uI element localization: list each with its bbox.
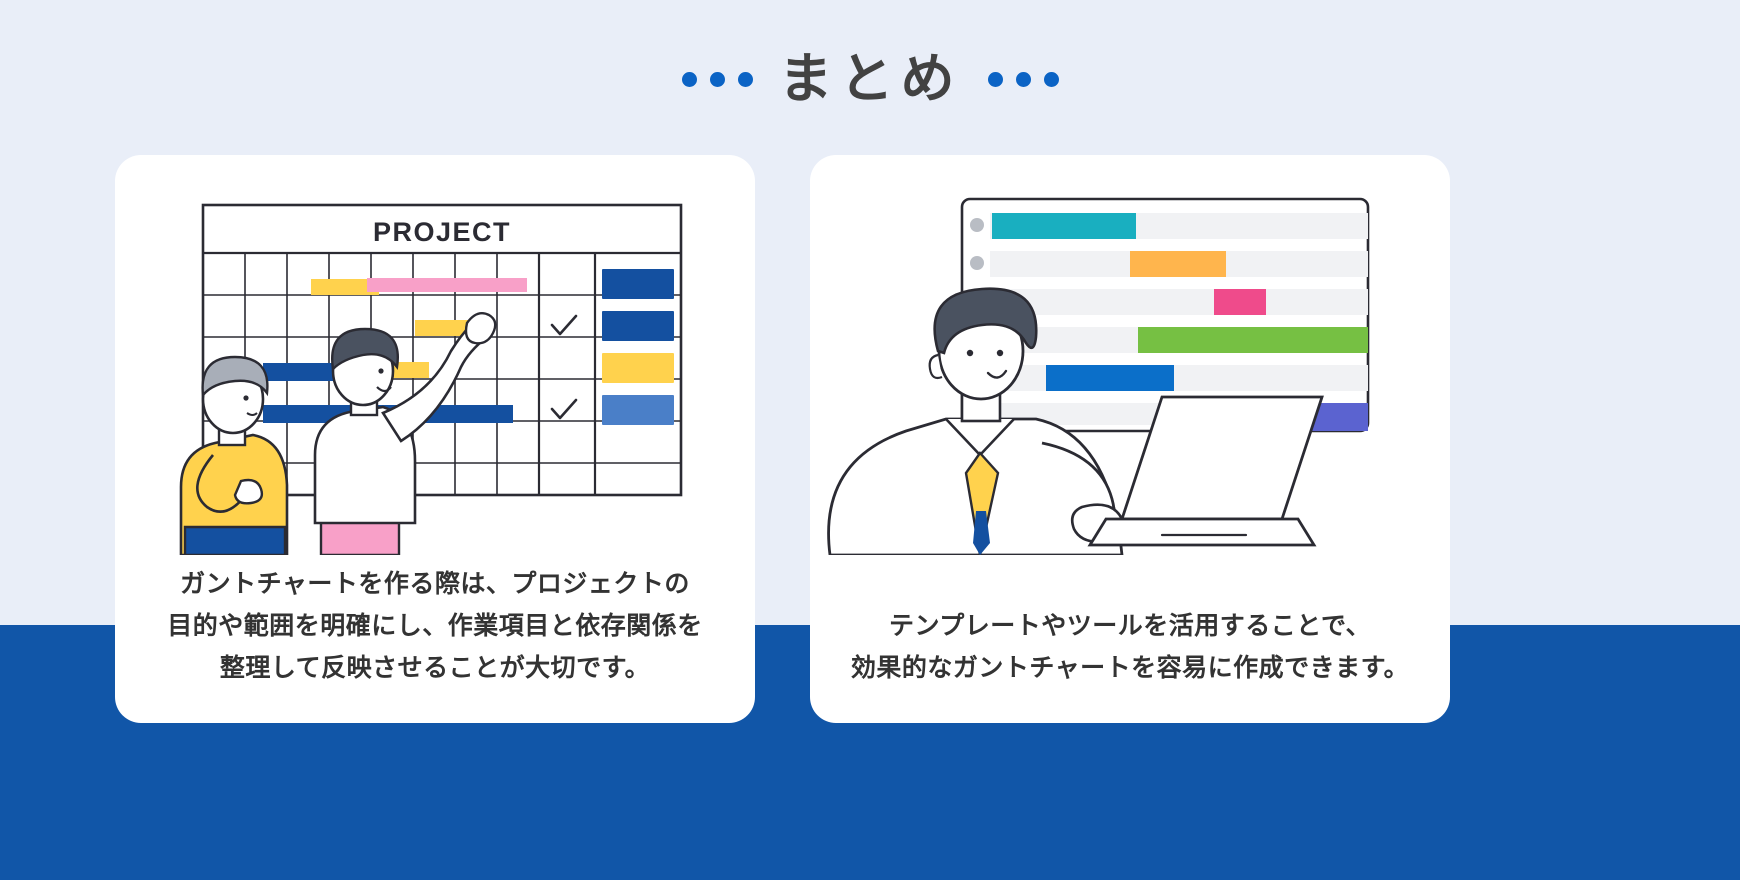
check-icon — [550, 314, 578, 336]
summary-card-1-caption: ガントチャートを作る際は、プロジェクトの 目的や範囲を明確にし、作業項目と依存関… — [115, 563, 755, 689]
title-dots-left — [681, 71, 753, 87]
gantt-bar-green — [1138, 327, 1368, 353]
gantt-bar-orange — [1130, 251, 1226, 277]
dot-icon — [681, 71, 697, 87]
status-block-navy — [602, 269, 674, 299]
necktie — [964, 451, 1000, 555]
pointing-hand-icon — [464, 312, 497, 345]
person-left-hand — [233, 478, 264, 505]
title-dots-right — [987, 71, 1059, 87]
gantt-bar-teal — [992, 213, 1136, 239]
caption-line: 目的や範囲を明確にし、作業項目と依存関係を — [167, 612, 703, 640]
page-title: まとめ — [778, 49, 962, 109]
caption-line: 効果的なガントチャートを容易に作成できます。 — [850, 654, 1410, 682]
caption-line: テンプレートやツールを活用することで、 — [888, 612, 1371, 640]
dot-icon — [1043, 71, 1059, 87]
dot-icon — [737, 71, 753, 87]
dot-icon — [987, 71, 1003, 87]
status-block-navy — [602, 311, 674, 341]
board-heading: PROJECT — [373, 217, 511, 247]
page-title-row: まとめ — [0, 52, 1740, 106]
summary-card-1: PROJECT — [115, 155, 755, 723]
person-hair — [933, 287, 1038, 355]
status-block-yellow — [602, 353, 674, 383]
summary-card-2-caption: テンプレートやツールを活用することで、 効果的なガントチャートを容易に作成できま… — [810, 605, 1450, 689]
row-dot-icon — [970, 256, 984, 270]
laptop-base — [1087, 517, 1317, 547]
status-block-blue — [602, 395, 674, 425]
person-left-trousers — [183, 525, 287, 555]
caption-line: 整理して反映させることが大切です。 — [219, 654, 651, 682]
gantt-bar-blue — [1046, 365, 1174, 391]
summary-card-2: テンプレートやツールを活用することで、 効果的なガントチャートを容易に作成できま… — [810, 155, 1450, 723]
task-bar-pink — [367, 278, 527, 292]
person-right-hair — [331, 327, 399, 372]
people-reviewing-project-gantt-board-illustration: PROJECT — [179, 203, 683, 555]
row-dot-icon — [970, 218, 984, 232]
task-bar-yellow — [415, 320, 477, 336]
check-icon — [550, 398, 578, 420]
gantt-bar-pink — [1214, 289, 1266, 315]
dot-icon — [1015, 71, 1031, 87]
person-at-laptop-with-gantt-chart-screen-illustration — [827, 197, 1370, 555]
person-right-torso — [313, 405, 417, 525]
dot-icon — [709, 71, 725, 87]
person-left-hair — [201, 355, 269, 398]
caption-line: ガントチャートを作る際は、プロジェクトの — [180, 570, 690, 598]
task-bar-yellow — [311, 279, 379, 295]
